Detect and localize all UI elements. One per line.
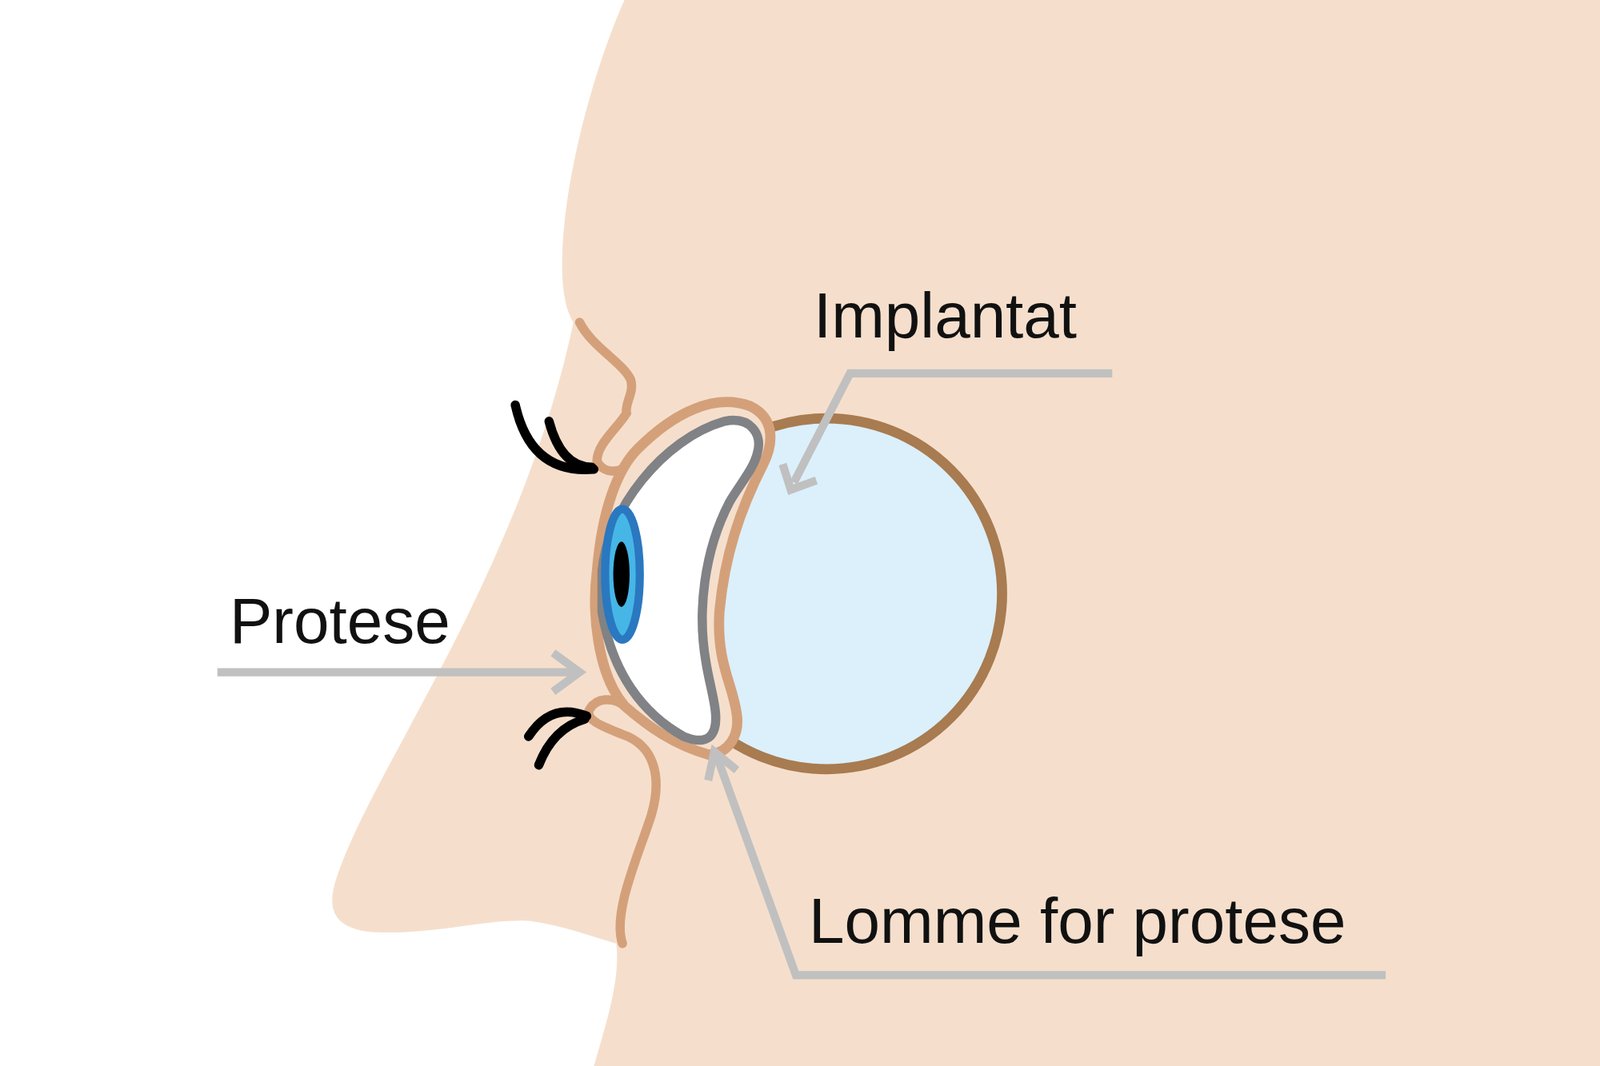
eyelids [579,322,638,472]
iris [604,509,640,640]
prosthesis-pocket [595,402,771,756]
part-label: Implantat [813,284,1077,348]
leader-lines [217,373,1386,976]
prosthesis [602,420,760,741]
part-label: Protese [229,589,451,654]
face [332,0,1600,1066]
pupil [613,541,630,608]
part-label: Lomme for protese [808,889,1346,954]
eyelashes [515,404,594,765]
